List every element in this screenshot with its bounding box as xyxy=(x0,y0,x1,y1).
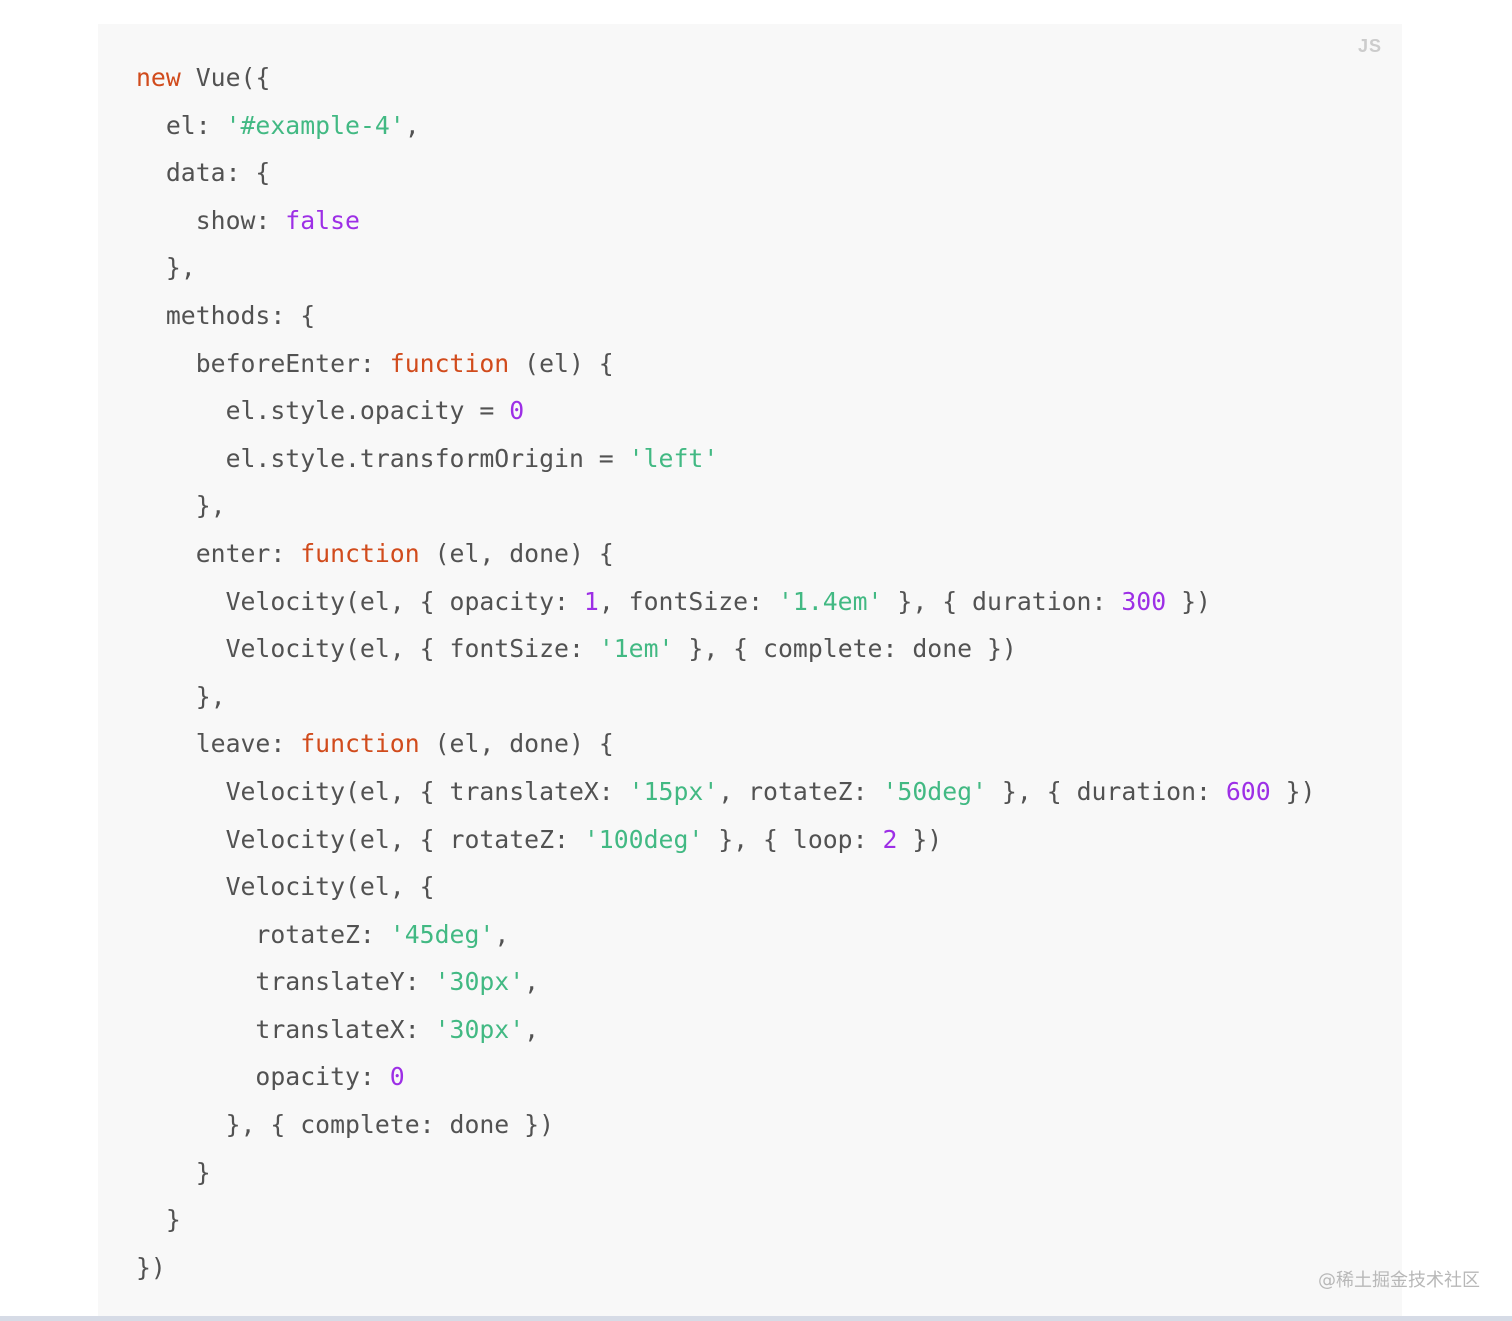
code-token: function xyxy=(389,348,510,378)
language-label: JS xyxy=(1357,36,1382,56)
code-line: show: false xyxy=(136,197,1315,245)
code-token: 600 xyxy=(1225,776,1271,806)
code-token: }) xyxy=(1270,776,1316,806)
code-token: }, { loop: xyxy=(703,824,883,854)
code-token: 1 xyxy=(583,586,599,616)
code-token: Velocity(el, { fontSize: xyxy=(136,634,599,664)
code-token: leave: xyxy=(136,729,301,759)
code-line: el.style.opacity = 0 xyxy=(136,387,1315,435)
code-line: }, { complete: done }) xyxy=(136,1101,1315,1149)
code-line: methods: { xyxy=(136,292,1315,340)
code-line: Velocity(el, { rotateZ: '100deg' }, { lo… xyxy=(136,816,1315,864)
code-token: translateX: xyxy=(136,1014,435,1044)
code-token: '100deg' xyxy=(583,824,704,854)
code-token: Velocity(el, { translateX: xyxy=(136,776,629,806)
code-block: JS new Vue({ el: '#example-4', data: { s… xyxy=(98,24,1402,1316)
code-token: , xyxy=(524,1014,540,1044)
code-token: , xyxy=(524,967,540,997)
code-line: opacity: 0 xyxy=(136,1053,1315,1101)
code-token: function xyxy=(300,538,420,568)
code-token: }, xyxy=(136,253,196,283)
code-line: }) xyxy=(136,1244,1315,1292)
code-token: }) xyxy=(897,824,943,854)
code-line: Velocity(el, { opacity: 1, fontSize: '1.… xyxy=(136,578,1315,626)
code-token: 'left' xyxy=(628,443,719,473)
code-token: 0 xyxy=(509,396,525,426)
code-line: beforeEnter: function (el) { xyxy=(136,340,1315,388)
code-token: '50deg' xyxy=(882,776,987,806)
code-token: beforeEnter: xyxy=(136,348,390,378)
code-token: 2 xyxy=(882,824,898,854)
code-token: (el, done) { xyxy=(419,538,614,568)
code-line: Velocity(el, { translateX: '15px', rotat… xyxy=(136,768,1316,816)
code-token: , rotateZ: xyxy=(718,776,883,806)
code-token: 300 xyxy=(1121,586,1167,616)
code-token: }, xyxy=(136,491,226,521)
code-line: translateX: '30px', xyxy=(136,1006,1315,1054)
code-line: Velocity(el, { xyxy=(136,863,1315,911)
code-token: show: xyxy=(136,205,286,235)
code-line: data: { xyxy=(136,149,1315,197)
code-line: } xyxy=(136,1196,1315,1244)
code-token: methods: { xyxy=(136,300,316,330)
code-line: el: '#example-4', xyxy=(136,102,1315,150)
code-line: enter: function (el, done) { xyxy=(136,530,1315,578)
code-token: Velocity(el, { opacity: xyxy=(136,586,584,616)
code-token: }, { duration: xyxy=(987,776,1226,806)
code-line: }, xyxy=(136,673,1315,721)
code-line: leave: function (el, done) { xyxy=(136,720,1315,768)
code-token: , xyxy=(494,919,510,949)
code-token: translateY: xyxy=(136,967,435,997)
code-content: new Vue({ el: '#example-4', data: { show… xyxy=(136,54,1315,1291)
code-token: el.style.transformOrigin = xyxy=(136,443,629,473)
code-token: opacity: xyxy=(136,1062,390,1092)
code-token: }, { complete: done }) xyxy=(136,1110,555,1140)
code-line: Velocity(el, { fontSize: '1em' }, { comp… xyxy=(136,625,1315,673)
code-token: '15px' xyxy=(628,776,719,806)
code-token: '1.4em' xyxy=(777,586,883,616)
code-token: enter: xyxy=(136,538,301,568)
code-token: function xyxy=(300,729,420,759)
code-token: (el, done) { xyxy=(419,729,614,759)
code-token: new xyxy=(136,63,181,92)
code-token: 0 xyxy=(389,1062,405,1092)
code-token: '45deg' xyxy=(389,919,495,949)
code-token: Velocity(el, { rotateZ: xyxy=(136,824,584,854)
code-token: }, { duration: xyxy=(882,586,1122,616)
code-token: }) xyxy=(1166,586,1211,616)
code-line: translateY: '30px', xyxy=(136,958,1315,1006)
code-token: false xyxy=(285,205,360,235)
code-token: }, xyxy=(136,681,226,711)
code-token: el.style.opacity = xyxy=(136,396,510,426)
code-token: (el) { xyxy=(509,348,614,378)
watermark: @稀土掘金技术社区 xyxy=(1318,1270,1480,1291)
code-token: } xyxy=(136,1157,211,1187)
code-token: el: xyxy=(136,110,226,140)
code-token: Vue({ xyxy=(180,63,271,92)
code-token: }) xyxy=(136,1252,166,1282)
code-token: rotateZ: xyxy=(136,919,390,949)
code-token: data: { xyxy=(136,158,271,188)
code-token: }, { complete: done }) xyxy=(673,634,1017,664)
code-line: new Vue({ xyxy=(136,54,1315,102)
code-token: , xyxy=(404,110,420,140)
code-token: '1em' xyxy=(598,634,674,664)
code-line: }, xyxy=(136,482,1315,530)
code-token: '30px' xyxy=(434,1014,525,1044)
code-line: } xyxy=(136,1149,1315,1197)
code-token: } xyxy=(136,1205,181,1235)
code-line: el.style.transformOrigin = 'left' xyxy=(136,435,1315,483)
bottom-divider xyxy=(0,1316,1512,1321)
code-line: rotateZ: '45deg', xyxy=(136,911,1315,959)
code-token: '30px' xyxy=(434,967,525,997)
code-line: }, xyxy=(136,244,1315,292)
code-token: Velocity(el, { xyxy=(136,872,435,902)
code-token: , fontSize: xyxy=(598,586,778,616)
code-token: '#example-4' xyxy=(225,110,405,140)
